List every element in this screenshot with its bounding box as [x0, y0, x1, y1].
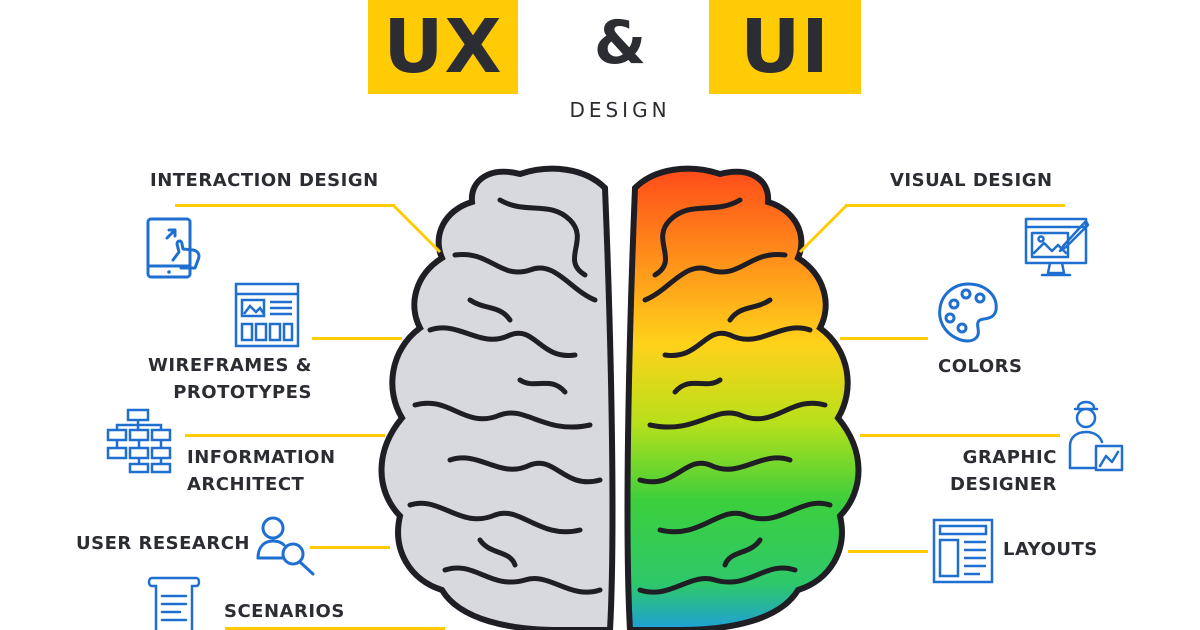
connector-user-research	[310, 546, 390, 549]
ui-badge: UI	[709, 0, 861, 94]
label-colors: COLORS	[938, 356, 1023, 377]
designer-person-icon	[1068, 400, 1124, 472]
wireframe-icon	[234, 282, 300, 348]
label-information-line1: INFORMATION	[187, 447, 336, 468]
ux-badge: UX	[368, 0, 518, 94]
scroll-document-icon	[147, 576, 201, 630]
sitemap-icon	[106, 408, 172, 474]
label-user-research: USER RESEARCH	[76, 533, 250, 554]
connector-layouts	[848, 550, 928, 553]
connector-colors	[840, 337, 928, 340]
connector-scenarios	[225, 627, 445, 630]
right-hemisphere	[624, 165, 862, 630]
connector-graphic	[860, 434, 1060, 437]
label-graphic-line1: GRAPHIC	[962, 447, 1057, 468]
label-information-line2: ARCHITECT	[187, 474, 305, 495]
label-wireframes: WIREFRAMES & PROTOTYPES	[148, 352, 312, 406]
label-information-architect: INFORMATION ARCHITECT	[187, 444, 336, 498]
left-hemisphere	[378, 165, 616, 630]
connector-visual-diagonal	[798, 203, 849, 254]
label-scenarios: SCENARIOS	[224, 601, 345, 622]
palette-icon	[938, 282, 998, 343]
design-subtitle: DESIGN	[569, 98, 671, 122]
label-layouts: LAYOUTS	[1003, 539, 1098, 560]
connector-visual	[845, 204, 1065, 207]
tablet-touch-icon	[146, 217, 201, 279]
connector-information	[185, 434, 385, 437]
label-wireframes-line2: PROTOTYPES	[173, 382, 312, 403]
label-graphic-line2: DESIGNER	[950, 474, 1057, 495]
label-visual-design: VISUAL DESIGN	[890, 170, 1053, 191]
connector-interaction-diagonal	[391, 203, 442, 254]
ux-label: UX	[383, 4, 503, 90]
monitor-brush-icon	[1024, 217, 1090, 277]
ampersand: &	[593, 8, 647, 78]
label-interaction-design: INTERACTION DESIGN	[150, 170, 379, 191]
brain-illustration	[378, 165, 862, 630]
connector-interaction	[175, 204, 395, 207]
user-search-icon	[256, 516, 315, 576]
label-wireframes-line1: WIREFRAMES &	[148, 355, 312, 376]
ui-label: UI	[740, 4, 830, 90]
label-graphic-designer: GRAPHIC DESIGNER	[950, 444, 1057, 498]
layout-icon	[932, 518, 994, 584]
connector-wireframes	[312, 337, 402, 340]
